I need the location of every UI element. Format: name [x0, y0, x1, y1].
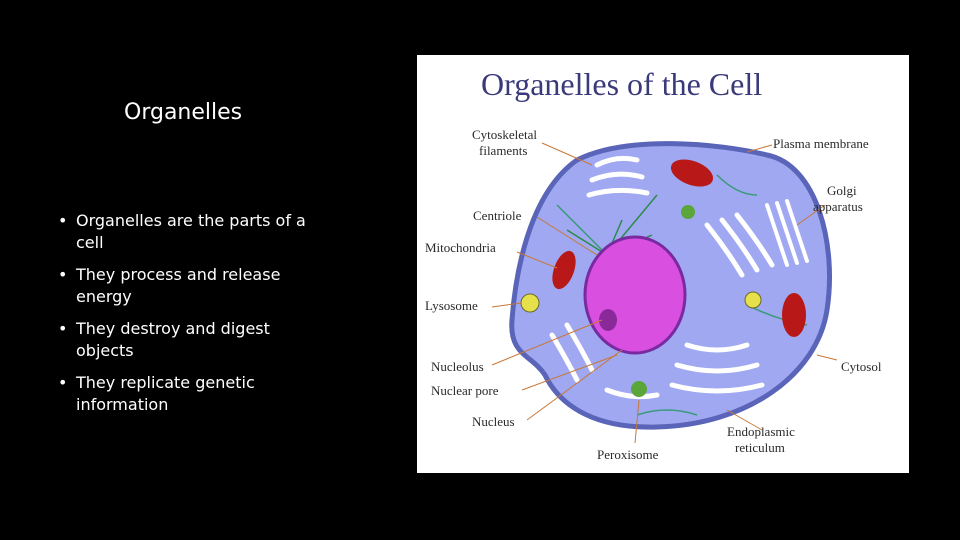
label-golgi-apparatus: Golgi — [827, 183, 857, 198]
label-endoplasmic-reticulum: Endoplasmic — [727, 424, 795, 439]
mitochondria — [552, 159, 806, 337]
label-cytoskeletal-filaments: Cytoskeletal — [472, 127, 537, 142]
bullet-item: They replicate genetic information — [58, 372, 318, 416]
label-golgi-apparatus: apparatus — [813, 199, 863, 214]
golgi-apparatus — [765, 199, 809, 267]
bullet-item: Organelles are the parts of a cell — [58, 210, 318, 254]
endoplasmic-reticulum — [549, 155, 775, 400]
label-nucleolus: Nucleolus — [431, 359, 484, 374]
bullet-item: They process and release energy — [58, 264, 318, 308]
diagram-title: Organelles of the Cell — [481, 66, 762, 102]
label-nucleus: Nucleus — [472, 414, 515, 429]
label-nuclear-pore: Nuclear pore — [431, 383, 499, 398]
leader-lines — [491, 142, 838, 444]
lysosome — [520, 293, 540, 313]
label-mitochondria: Mitochondria — [425, 240, 496, 255]
label-peroxisome: Peroxisome — [597, 447, 659, 462]
peroxisome — [631, 381, 647, 397]
label-cytosol: Cytosol — [841, 359, 882, 374]
label-cytoskeletal-filaments: filaments — [479, 143, 527, 158]
slide-title: Organelles — [124, 100, 243, 125]
peroxisome — [681, 205, 695, 219]
cell-diagram: Organelles of the Cell — [425, 66, 882, 462]
label-endoplasmic-reticulum: reticulum — [735, 440, 785, 455]
bullet-item: They destroy and digest objects — [58, 318, 318, 362]
label-lysosome: Lysosome — [425, 298, 478, 313]
lysosome — [744, 291, 762, 309]
nucleolus — [599, 309, 617, 331]
nucleus — [583, 235, 687, 355]
label-plasma-membrane: Plasma membrane — [773, 136, 869, 151]
cell-diagram-figure: Organelles of the Cell — [417, 55, 909, 473]
bullet-list: Organelles are the parts of a cell They … — [58, 210, 318, 426]
label-centriole: Centriole — [473, 208, 522, 223]
